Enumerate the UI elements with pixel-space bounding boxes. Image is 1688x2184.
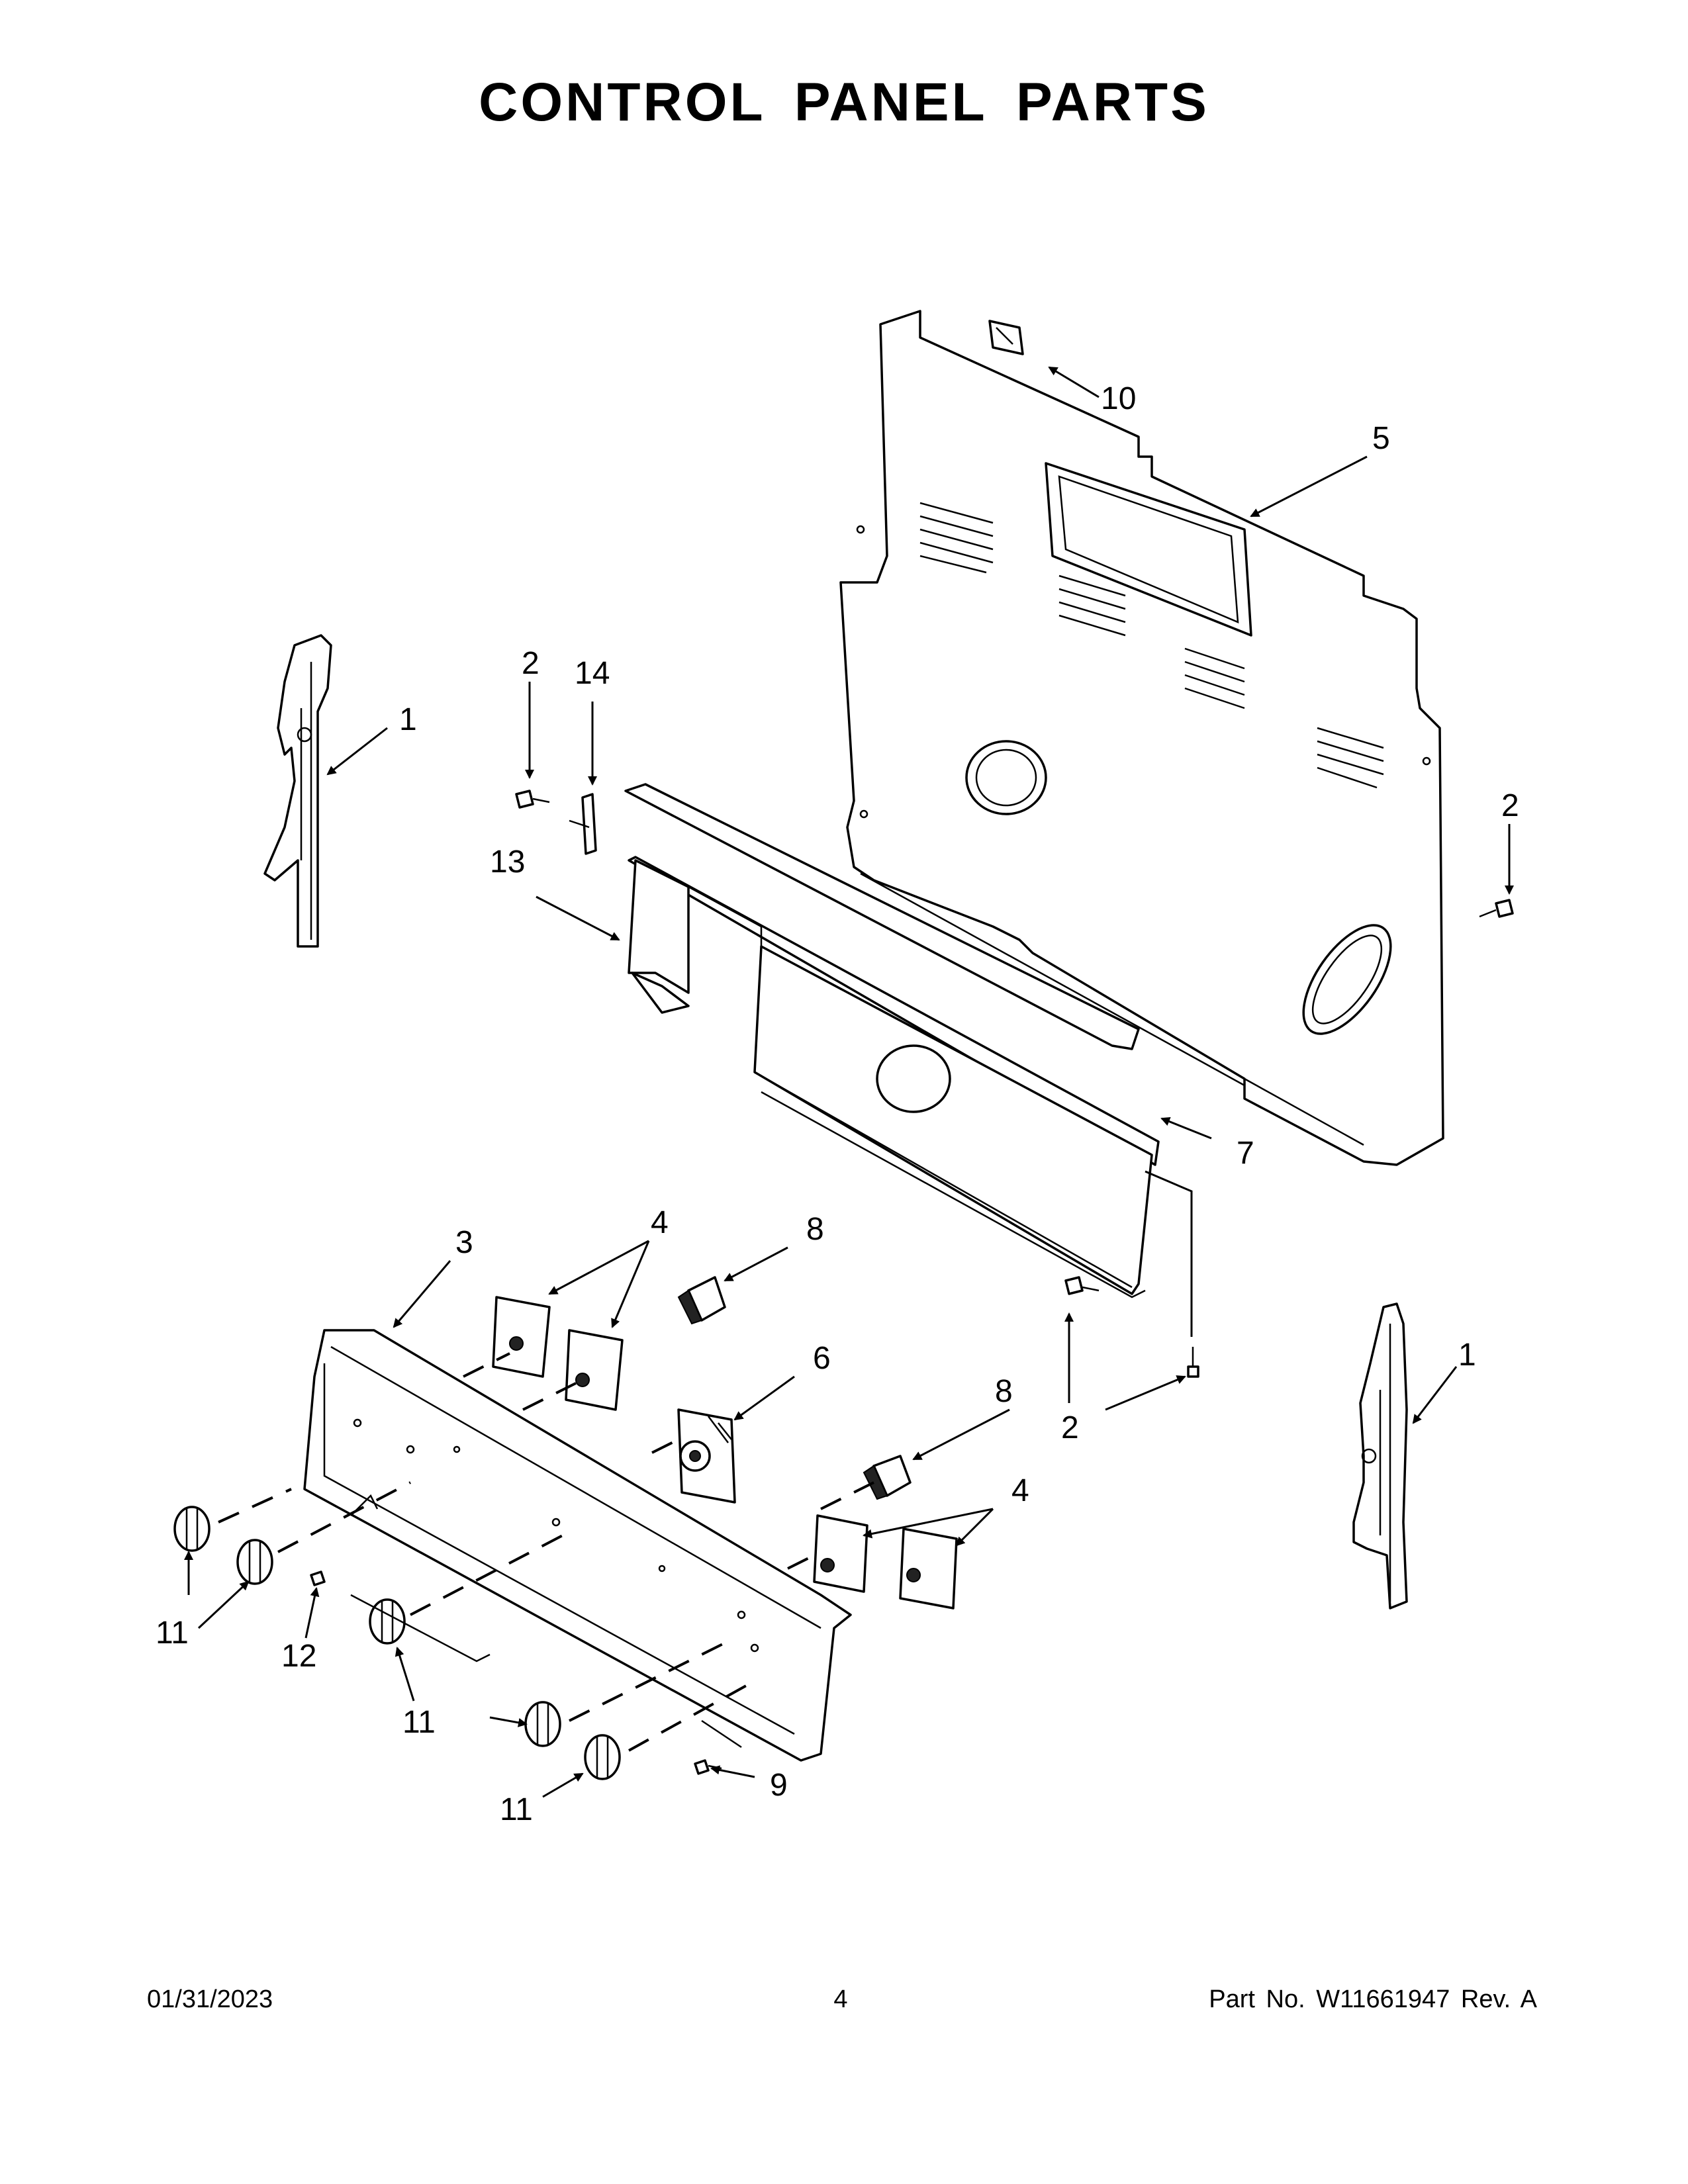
footer-date: 01/31/2023 <box>147 1985 273 2013</box>
callout-8-top: 8 <box>806 1212 824 1247</box>
callout-2-bottom: 2 <box>1061 1410 1079 1445</box>
clip-part-10 <box>988 320 1024 355</box>
callout-4-top: 4 <box>651 1205 669 1240</box>
callout-7: 7 <box>1237 1136 1254 1171</box>
bracket-part-14 <box>569 793 597 855</box>
switch-part-4b <box>565 1329 624 1411</box>
callout-8-bottom: 8 <box>995 1374 1013 1409</box>
callout-13: 13 <box>490 844 525 880</box>
callout-11-b: 11 <box>402 1705 436 1740</box>
footer-page-number: 4 <box>833 1985 848 2013</box>
console-part <box>303 1329 852 1762</box>
indicator-light-part-8b <box>863 1455 912 1500</box>
callout-9: 9 <box>770 1768 788 1803</box>
callout-labels: 1 1 2 2 2 3 4 4 5 6 7 8 8 9 10 11 11 11 … <box>156 381 1519 1827</box>
callout-3: 3 <box>455 1225 473 1260</box>
screw-parts <box>310 790 1514 1775</box>
indicator-light-part-8a <box>677 1276 726 1325</box>
assembly-lines <box>218 1170 1193 1752</box>
callout-leaders <box>184 366 1514 1798</box>
callout-1-left: 1 <box>399 702 417 737</box>
rear-control-panel-part <box>839 310 1444 1166</box>
side-trim-left-part <box>263 634 332 948</box>
switch-part-4c <box>813 1514 868 1593</box>
switch-part-4a <box>492 1296 551 1378</box>
callout-11-a: 11 <box>156 1615 189 1651</box>
callout-2-top: 2 <box>522 646 539 681</box>
switch-part-4d <box>899 1527 958 1610</box>
selector-switch-part-6 <box>677 1408 736 1504</box>
footer-part-number: Part No. W11661947 Rev. A <box>1209 1985 1537 2013</box>
side-trim-right-part <box>1352 1302 1408 1610</box>
callout-4-bottom: 4 <box>1011 1473 1029 1508</box>
knob-part-11 <box>173 1506 621 1780</box>
callout-2-right: 2 <box>1501 788 1519 823</box>
manifold-panel-part <box>624 783 1160 1298</box>
callout-12: 12 <box>281 1639 316 1674</box>
callout-1-right: 1 <box>1458 1338 1476 1373</box>
callout-10: 10 <box>1101 381 1136 416</box>
page-title: CONTROL PANEL PARTS <box>479 72 1209 132</box>
callout-5: 5 <box>1372 421 1390 456</box>
callout-11-c: 11 <box>500 1792 533 1827</box>
callout-14: 14 <box>575 656 610 691</box>
callout-6: 6 <box>813 1341 831 1376</box>
